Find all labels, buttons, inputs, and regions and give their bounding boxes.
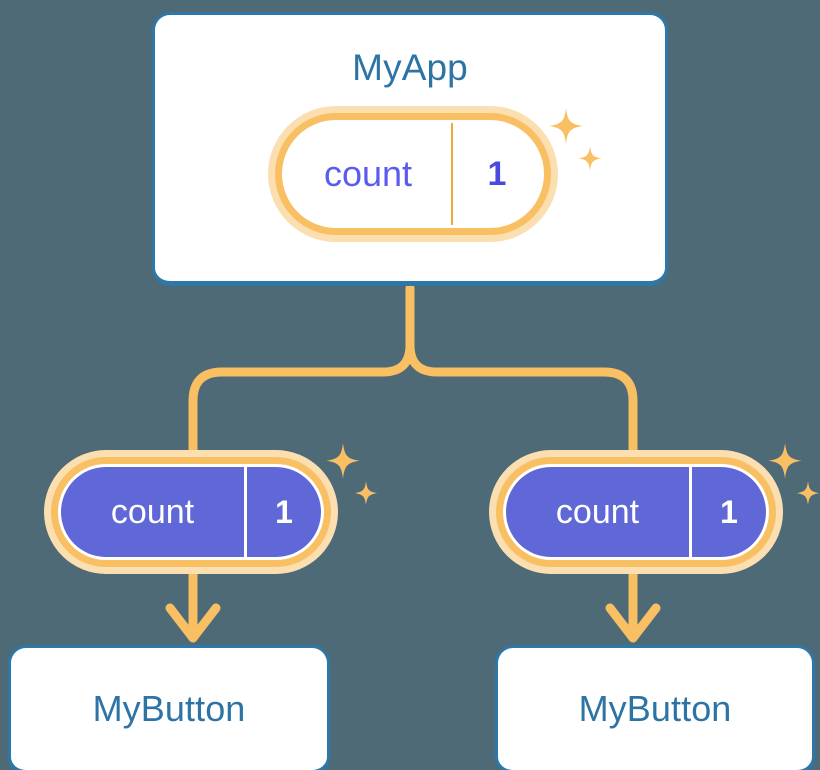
pill-body: count 1 (61, 467, 321, 557)
signal-value-label: 1 (487, 154, 507, 193)
pill-ring: count 1 (51, 457, 331, 567)
child-card-title: MyButton (92, 688, 246, 729)
child-signal-pill-right[interactable]: count 1 (489, 450, 783, 574)
signal-value-label: 1 (275, 493, 293, 530)
child-component-card-right[interactable]: MyButton (495, 645, 815, 770)
arrow-down-left (165, 569, 221, 643)
connector-branch-right (405, 340, 638, 455)
pill-body: count 1 (506, 467, 766, 557)
root-signal-pill[interactable]: count 1 (268, 106, 558, 242)
sparkle-small (796, 481, 820, 506)
pill-ring: count 1 (496, 457, 776, 567)
pill-inner-gap: count 1 (282, 120, 544, 228)
signal-key-label: count (506, 467, 692, 557)
sparkle-small (354, 481, 378, 506)
child-component-card-left[interactable]: MyButton (8, 645, 330, 770)
arrow-down-right (605, 569, 661, 643)
child-card-title: MyButton (578, 688, 732, 729)
pill-inner-gap: count 1 (58, 464, 324, 560)
pill-inner-gap: count 1 (503, 464, 769, 560)
signal-value-label: 1 (720, 493, 738, 530)
pill-ring: count 1 (275, 113, 551, 235)
connector-branch-left (188, 340, 415, 455)
root-card-title: MyApp (352, 47, 468, 88)
signal-key-label: count (285, 123, 453, 225)
signal-key-label: count (61, 467, 247, 557)
child-signal-pill-left[interactable]: count 1 (44, 450, 338, 574)
pill-body: count 1 (285, 123, 541, 225)
